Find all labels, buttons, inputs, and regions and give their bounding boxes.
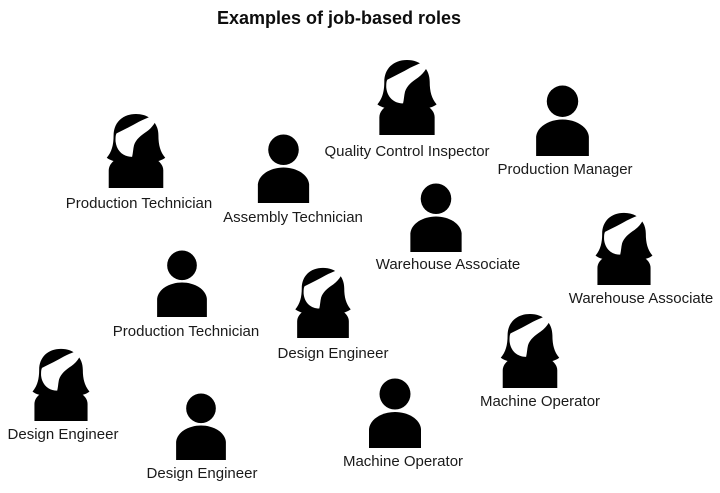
person-role-label: Machine Operator (342, 453, 464, 470)
person-male-icon (402, 183, 470, 252)
page-title: Examples of job-based roles (216, 8, 462, 28)
person-role-label: Production Technician (112, 323, 260, 340)
person-male-icon (529, 85, 596, 156)
person-male-icon (148, 250, 216, 317)
person-female-icon (102, 112, 170, 188)
person-role-label: Design Engineer (146, 465, 258, 482)
person-female-icon (373, 58, 441, 135)
person-female-icon (25, 347, 97, 421)
person-female-icon (590, 211, 658, 285)
person-female-icon (495, 312, 565, 388)
person-male-icon (167, 393, 235, 460)
person-male-icon (361, 378, 429, 448)
person-role-label: Design Engineer (277, 345, 389, 362)
person-role-label: Production Manager (497, 161, 633, 178)
person-role-label: Warehouse Associate (375, 256, 521, 273)
person-role-label: Warehouse Associate (568, 290, 714, 307)
person-role-label: Machine Operator (479, 393, 601, 410)
person-role-label: Quality Control Inspector (324, 143, 490, 160)
person-role-label: Design Engineer (7, 426, 119, 443)
person-role-label: Assembly Technician (223, 209, 363, 226)
person-female-icon (288, 266, 358, 338)
person-role-label: Production Technician (65, 195, 213, 212)
person-male-icon (250, 134, 317, 203)
